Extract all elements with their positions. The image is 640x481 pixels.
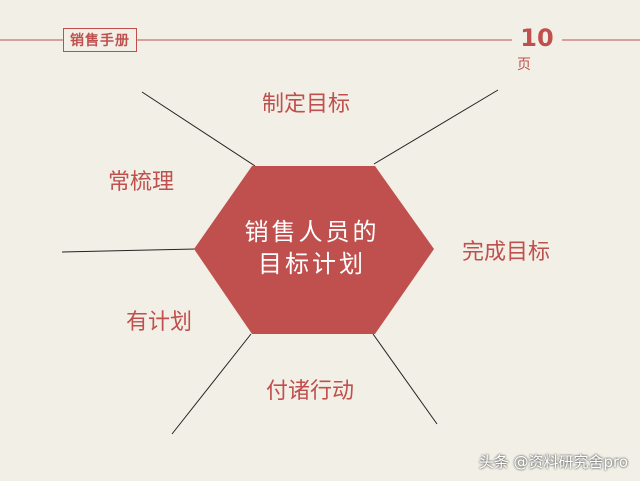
center-title-line-2: 目标计划: [258, 250, 366, 278]
branch-label-lower-left: 有计划: [126, 310, 193, 335]
branch-label-right: 完成目标: [462, 240, 551, 265]
page-number: 10: [512, 24, 562, 52]
connector-upper-left: [141, 91, 256, 167]
branch-label-top: 制定目标: [262, 92, 351, 117]
connector-lower-right: [372, 333, 438, 425]
center-hexagon: [194, 166, 434, 334]
connector-upper-right: [373, 89, 499, 165]
connector-lower-left: [171, 333, 252, 435]
page-unit-label: 页: [517, 57, 531, 73]
center-title: 销售人员的 目标计划: [232, 216, 392, 280]
section-tag: 销售手册: [63, 28, 137, 52]
branch-label-upper-left: 常梳理: [108, 170, 175, 195]
watermark: 头条 @资料研究舍pro: [478, 453, 628, 471]
connector-left: [61, 248, 197, 253]
branch-label-bottom: 付诸行动: [266, 379, 355, 404]
center-title-line-1: 销售人员的: [244, 218, 380, 246]
